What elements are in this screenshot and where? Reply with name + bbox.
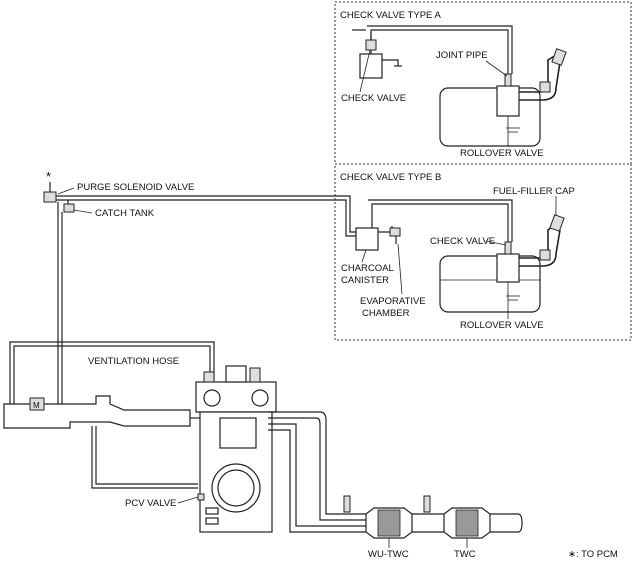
- type-b-canister-label: CANISTER: [341, 275, 389, 286]
- type-b-charcoal-label: CHARCOAL: [341, 263, 394, 274]
- purge-solenoid-valve-label: PURGE SOLENOID VALVE: [77, 182, 194, 193]
- type-b-title: CHECK VALVE TYPE B: [340, 172, 441, 183]
- throttle-body: [29, 397, 45, 411]
- type-a-joint-pipe-label: JOINT PIPE: [436, 50, 488, 61]
- legend-to-pcm: ∗: TO PCM: [568, 549, 618, 560]
- check-valve-type-a-panel: CHECK VALVE TYPE A JOINT PIPE CHECK VALV…: [334, 1, 632, 165]
- type-b-fuel-tank: [439, 255, 541, 313]
- ventilation-hose-label: VENTILATION HOSE: [88, 356, 179, 367]
- exhaust-camshaft: [251, 389, 269, 407]
- piston: [219, 417, 257, 449]
- pcv-valve: [197, 493, 205, 501]
- svg-text:M: M: [33, 401, 40, 410]
- ventilation-hose: [9, 341, 215, 404]
- type-b-evaporative-label: EVAPORATIVE: [360, 296, 426, 307]
- type-b-rollover-valve: [496, 253, 520, 283]
- rear-o2-sensor: [423, 495, 431, 513]
- type-b-dashed-border: [334, 163, 632, 341]
- purge-solenoid-valve: [43, 191, 57, 203]
- type-a-filler-neck: [519, 53, 559, 93]
- type-a-rollover-valve: [496, 85, 520, 117]
- type-a-title: CHECK VALVE TYPE A: [340, 10, 442, 21]
- pcv-valve-label: PCV VALVE: [125, 498, 176, 509]
- catch-tank-label: CATCH TANK: [95, 208, 155, 219]
- purge-asterisk: *: [46, 169, 51, 184]
- purge-line-to-canister: [56, 195, 356, 233]
- type-a-joint-pipe: [504, 73, 512, 87]
- front-o2-sensor: [343, 495, 351, 513]
- wu-twc-label: WU-TWC: [368, 549, 409, 560]
- ventilation-hose-group: VENTILATION HOSE: [9, 341, 215, 404]
- engine: [195, 365, 277, 533]
- purge-solenoid-group: * PURGE SOLENOID VALVE CATCH TANK: [43, 169, 356, 404]
- tailpipe: [490, 513, 523, 533]
- type-b-check-valve: [504, 241, 512, 255]
- check-valve-type-b-panel: CHECK VALVE TYPE B FUEL-FILLER CAP CHECK…: [334, 163, 632, 341]
- type-a-canister: [359, 53, 383, 79]
- spark-plug-coil: [225, 365, 247, 383]
- intake-manifold: M: [3, 395, 206, 489]
- pcv-hose: [91, 426, 198, 489]
- catch-tank: [63, 203, 75, 213]
- type-a-fuel-tank: [439, 87, 541, 147]
- type-a-check-valve-label: CHECK VALVE: [341, 93, 406, 104]
- type-b-rollover-valve-label: ROLLOVER VALVE: [460, 320, 544, 331]
- twc-label: TWC: [454, 549, 476, 560]
- type-b-vapor-line: [371, 203, 509, 242]
- type-b-check-valve-label: CHECK VALVE: [430, 236, 495, 247]
- type-b-charcoal-canister: [355, 227, 379, 251]
- type-a-check-valve: [365, 39, 377, 51]
- exhaust-system: [268, 411, 523, 539]
- type-b-fuel-filler-cap: [549, 214, 565, 232]
- type-a-rollover-valve-label: ROLLOVER VALVE: [460, 148, 544, 159]
- intake-camshaft: [203, 389, 221, 407]
- type-b-chamber-label: CHAMBER: [362, 308, 410, 319]
- type-b-fuel-filler-cap-label: FUEL-FILLER CAP: [493, 186, 575, 197]
- type-b-evaporative-chamber: [389, 227, 401, 237]
- exhaust-manifold-pipe: [268, 411, 366, 515]
